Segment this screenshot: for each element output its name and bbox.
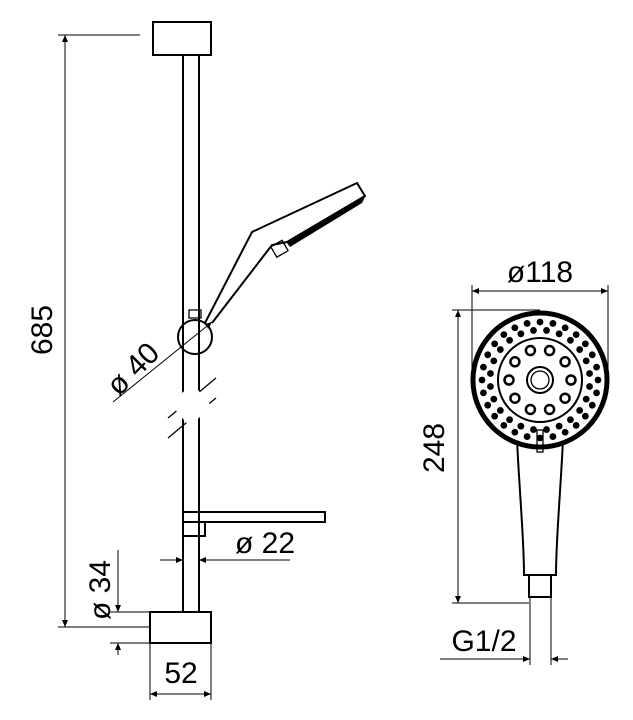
nozzle xyxy=(586,370,593,377)
nozzle xyxy=(530,426,537,433)
nozzle xyxy=(503,374,515,386)
break-lines xyxy=(167,377,217,439)
nozzle xyxy=(543,403,556,416)
nozzle xyxy=(491,412,499,420)
nozzle xyxy=(582,357,590,365)
nozzle xyxy=(572,331,580,339)
nozzle xyxy=(524,344,537,357)
nozzle xyxy=(480,389,487,397)
nozzle xyxy=(478,376,486,384)
nozzles xyxy=(478,318,602,442)
spray-face xyxy=(287,197,365,247)
nozzle xyxy=(582,395,590,403)
nozzle xyxy=(511,324,519,332)
side-view: 685 ø 40 ø 22 ø 34 52 xyxy=(26,21,367,700)
rail-bar xyxy=(182,54,200,613)
nozzle xyxy=(487,370,494,377)
nozzle xyxy=(593,389,600,397)
nozzle xyxy=(500,331,508,339)
spray-face-front xyxy=(470,310,610,450)
nozzle xyxy=(511,428,519,436)
nozzle xyxy=(506,336,513,344)
bracket-diameter-label: ø 34 xyxy=(84,560,117,620)
nozzle xyxy=(500,421,508,429)
nozzle xyxy=(576,407,584,414)
nozzle xyxy=(567,336,574,344)
soap-dish xyxy=(182,511,326,537)
nozzle xyxy=(543,344,556,357)
nozzle xyxy=(559,392,571,404)
nozzle xyxy=(567,416,574,424)
nozzle xyxy=(509,356,521,368)
nozzle xyxy=(509,392,521,404)
nozzle xyxy=(524,403,537,416)
hand-shower-front-view: ø118 248 G1/2 xyxy=(418,256,610,665)
nozzle xyxy=(594,376,602,384)
length-label: 248 xyxy=(418,423,451,473)
height-label: 685 xyxy=(26,305,59,355)
nozzle xyxy=(543,426,550,433)
nozzle xyxy=(491,340,499,348)
nozzle xyxy=(484,351,492,359)
nozzle xyxy=(480,363,487,371)
bottom-bracket xyxy=(149,611,212,644)
nozzle xyxy=(517,422,525,430)
connector xyxy=(528,574,552,598)
rail-diameter-label: ø 22 xyxy=(235,527,295,560)
handle xyxy=(516,439,564,576)
nozzle xyxy=(588,401,596,409)
nozzle xyxy=(561,324,569,332)
nozzle xyxy=(496,346,504,353)
nozzle xyxy=(536,434,544,442)
bracket-width-label: 52 xyxy=(164,657,197,690)
nozzle xyxy=(555,330,563,338)
hand-shower-side xyxy=(204,181,367,324)
nozzle xyxy=(588,351,596,359)
nozzle xyxy=(490,357,498,365)
nozzle xyxy=(561,428,569,436)
top-bracket xyxy=(152,21,212,56)
nozzle xyxy=(536,318,544,326)
nozzle xyxy=(565,374,577,386)
nozzle xyxy=(523,320,531,327)
nozzle xyxy=(506,416,513,424)
nozzle xyxy=(530,327,537,334)
slider xyxy=(177,319,213,355)
nozzle xyxy=(559,356,571,368)
nozzle xyxy=(496,407,504,414)
nozzle xyxy=(517,330,525,338)
nozzle xyxy=(572,421,580,429)
nozzle xyxy=(581,412,589,420)
head-diameter-label: ø118 xyxy=(507,256,573,289)
nozzle xyxy=(487,383,494,390)
slider-diameter-label: ø 40 xyxy=(100,336,166,402)
nozzle xyxy=(490,395,498,403)
nozzle xyxy=(576,346,584,353)
nozzle xyxy=(484,401,492,409)
nozzle xyxy=(581,340,589,348)
nozzle xyxy=(523,433,531,440)
thread-label: G1/2 xyxy=(451,625,516,658)
nozzle xyxy=(593,363,600,371)
nozzle xyxy=(586,383,593,390)
nozzle xyxy=(549,320,557,327)
nozzle xyxy=(543,327,550,334)
nozzle xyxy=(549,433,557,440)
nozzle xyxy=(555,422,563,430)
